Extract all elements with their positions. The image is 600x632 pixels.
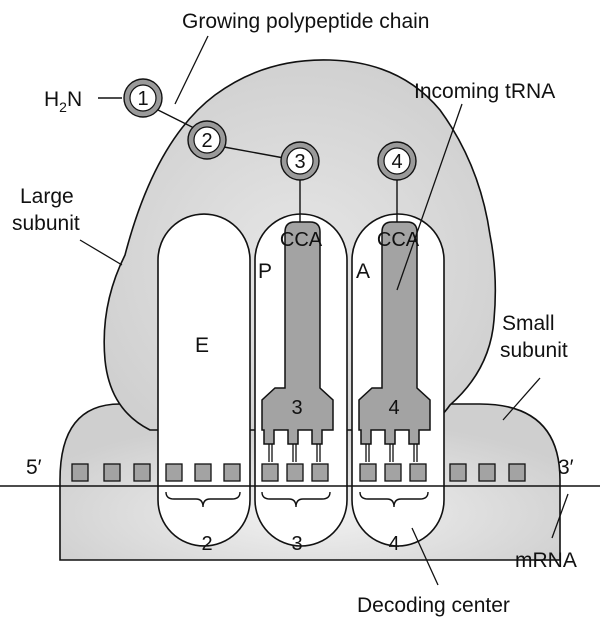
large-subunit-label-line1: Large (20, 185, 74, 208)
codon-number-p: 3 (291, 533, 302, 555)
mrna-bases (71, 463, 526, 482)
peptide-bond-2-3 (223, 146, 285, 159)
mrna-label: mRNA (515, 549, 577, 572)
decoding-center-leader (411, 527, 439, 586)
codon-number-e: 2 (201, 533, 212, 555)
five-prime-label: 5′ (26, 456, 42, 479)
codon-number-a: 4 (388, 533, 399, 555)
decoding-center-label: Decoding center (357, 594, 510, 617)
amino-acid-3-label: 3 (294, 151, 305, 173)
codon-brace-p (261, 491, 331, 508)
codon-brace-a (359, 491, 429, 508)
incoming-trna-label: Incoming tRNA (414, 80, 555, 103)
p-site-label: P (258, 260, 272, 283)
large-subunit-leader (79, 239, 123, 266)
a-trna-cca: CCA (377, 229, 420, 251)
growing-chain-label: Growing polypeptide chain (182, 10, 430, 33)
amino-acid-3 (280, 141, 320, 181)
p-trna-cca: CCA (280, 229, 323, 251)
large-subunit-label-line2: subunit (12, 212, 80, 235)
three-prime-label: 3′ (558, 456, 574, 479)
amino-acid-2-label: 2 (201, 130, 212, 152)
p-trna-number: 3 (291, 397, 302, 419)
growing-chain-leader (174, 35, 209, 105)
p-site-trna (261, 221, 334, 462)
small-subunit-label-line1: Small (502, 312, 555, 335)
n-terminus-label: H2N (44, 88, 82, 115)
a-site-trna (358, 221, 431, 462)
a-trna-number: 4 (388, 397, 399, 419)
mrna-leader (551, 493, 569, 539)
small-subunit-leader (502, 377, 541, 421)
amino-acid-1 (123, 78, 163, 118)
small-subunit-label-line2: subunit (500, 339, 568, 362)
amino-acid-4 (377, 141, 417, 181)
codon-brace-e (165, 491, 241, 508)
e-site (157, 213, 251, 547)
amino-acid-1-label: 1 (137, 88, 148, 110)
e-site-label: E (195, 334, 209, 357)
amino-acid-4-label: 4 (391, 151, 402, 173)
amino-acid-2 (187, 120, 227, 160)
a-site-label: A (356, 260, 370, 283)
incoming-trna-leader (396, 103, 463, 291)
